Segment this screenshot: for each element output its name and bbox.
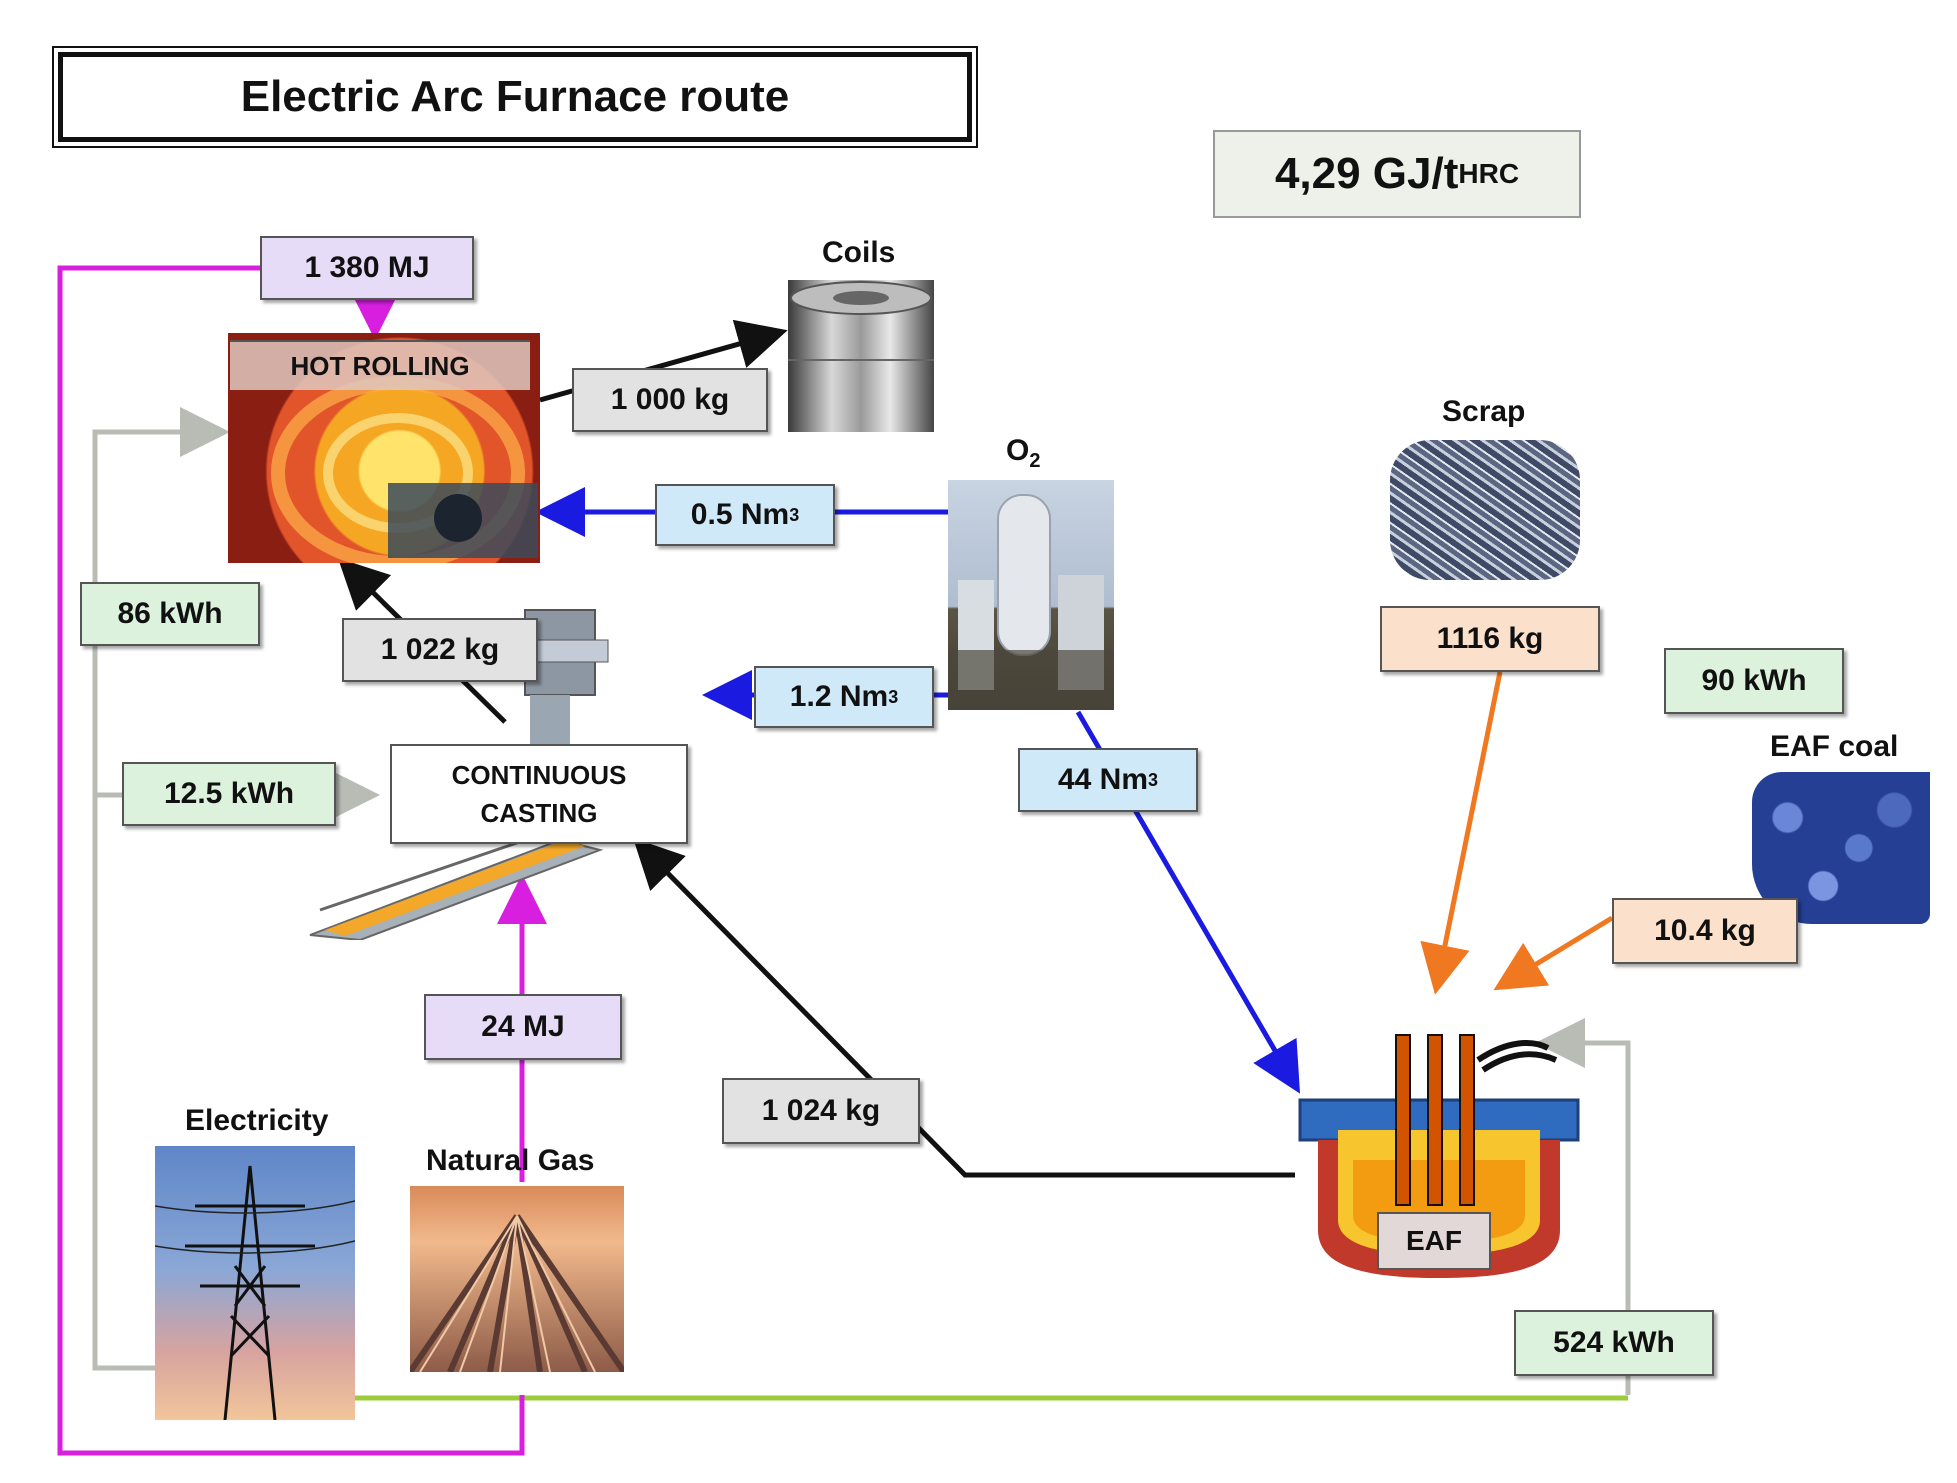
scrap-picture <box>1390 440 1580 580</box>
o2-label-text: O <box>1006 434 1030 467</box>
hot-rolling-electricity-box: 86 kWh <box>80 582 260 646</box>
coils-label: Coils <box>822 236 896 269</box>
scrap-mass-box: 1116 kg <box>1380 606 1600 672</box>
total-energy-subscript: HRC <box>1458 158 1520 189</box>
continuous-casting-label: CONTINUOUS CASTING <box>390 744 688 844</box>
oxygen-tank-image <box>948 494 1114 710</box>
electricity-to-eaf-line <box>1535 1018 1631 1395</box>
pipeline-image <box>410 1214 624 1372</box>
casting-electricity-box: 12.5 kWh <box>122 762 336 826</box>
hot-rolling-label: HOT ROLLING <box>230 340 530 390</box>
coils-mass-box: 1 000 kg <box>572 368 768 432</box>
hot-rolling-o2-value: 0.5 Nm <box>690 498 790 531</box>
casting-to-hot-rolling-mass-box: 1 022 kg <box>342 618 538 682</box>
electricity-picture <box>155 1146 355 1420</box>
oxygen-plant-picture <box>948 480 1114 710</box>
casting-o2-value: 1.2 Nm <box>789 680 889 713</box>
eaf-coal-label: EAF coal <box>1770 730 1899 763</box>
gas-to-hot-rolling-line <box>57 265 525 1456</box>
o2-label-subscript: 2 <box>1029 450 1041 472</box>
eaf-aux-electricity-box: 90 kWh <box>1664 648 1844 714</box>
pylon-image <box>155 1165 355 1420</box>
total-energy-value: 4,29 GJ/t <box>1274 149 1459 198</box>
coils-picture <box>788 280 934 432</box>
caster-machine-image <box>309 609 609 940</box>
natural-gas-picture <box>410 1186 624 1372</box>
hot-rolling-gas-box: 1 380 MJ <box>260 236 474 300</box>
scrap-label: Scrap <box>1442 395 1526 428</box>
scrap-to-eaf-line <box>1420 671 1503 995</box>
diagram-title: Electric Arc Furnace route <box>52 46 978 148</box>
eaf-label: EAF <box>1377 1212 1491 1270</box>
eaf-to-casting-line <box>632 837 1295 1178</box>
coil-image <box>788 281 934 361</box>
coal-mass-box: 10.4 kg <box>1612 898 1798 964</box>
coal-to-eaf-line <box>1493 915 1614 991</box>
electricity-label: Electricity <box>185 1104 329 1137</box>
casting-gas-box: 24 MJ <box>424 994 622 1060</box>
eaf-coal-picture <box>1752 772 1930 924</box>
electricity-trunk-line <box>92 407 230 1371</box>
eaf-electricity-box: 524 kWh <box>1514 1310 1714 1376</box>
continuous-casting-picture <box>300 600 700 940</box>
o2-label: O2 <box>1006 434 1040 473</box>
natural-gas-label: Natural Gas <box>426 1144 595 1177</box>
eaf-o2-value: 44 Nm <box>1057 763 1149 796</box>
eaf-to-casting-mass-box: 1 024 kg <box>722 1078 920 1144</box>
